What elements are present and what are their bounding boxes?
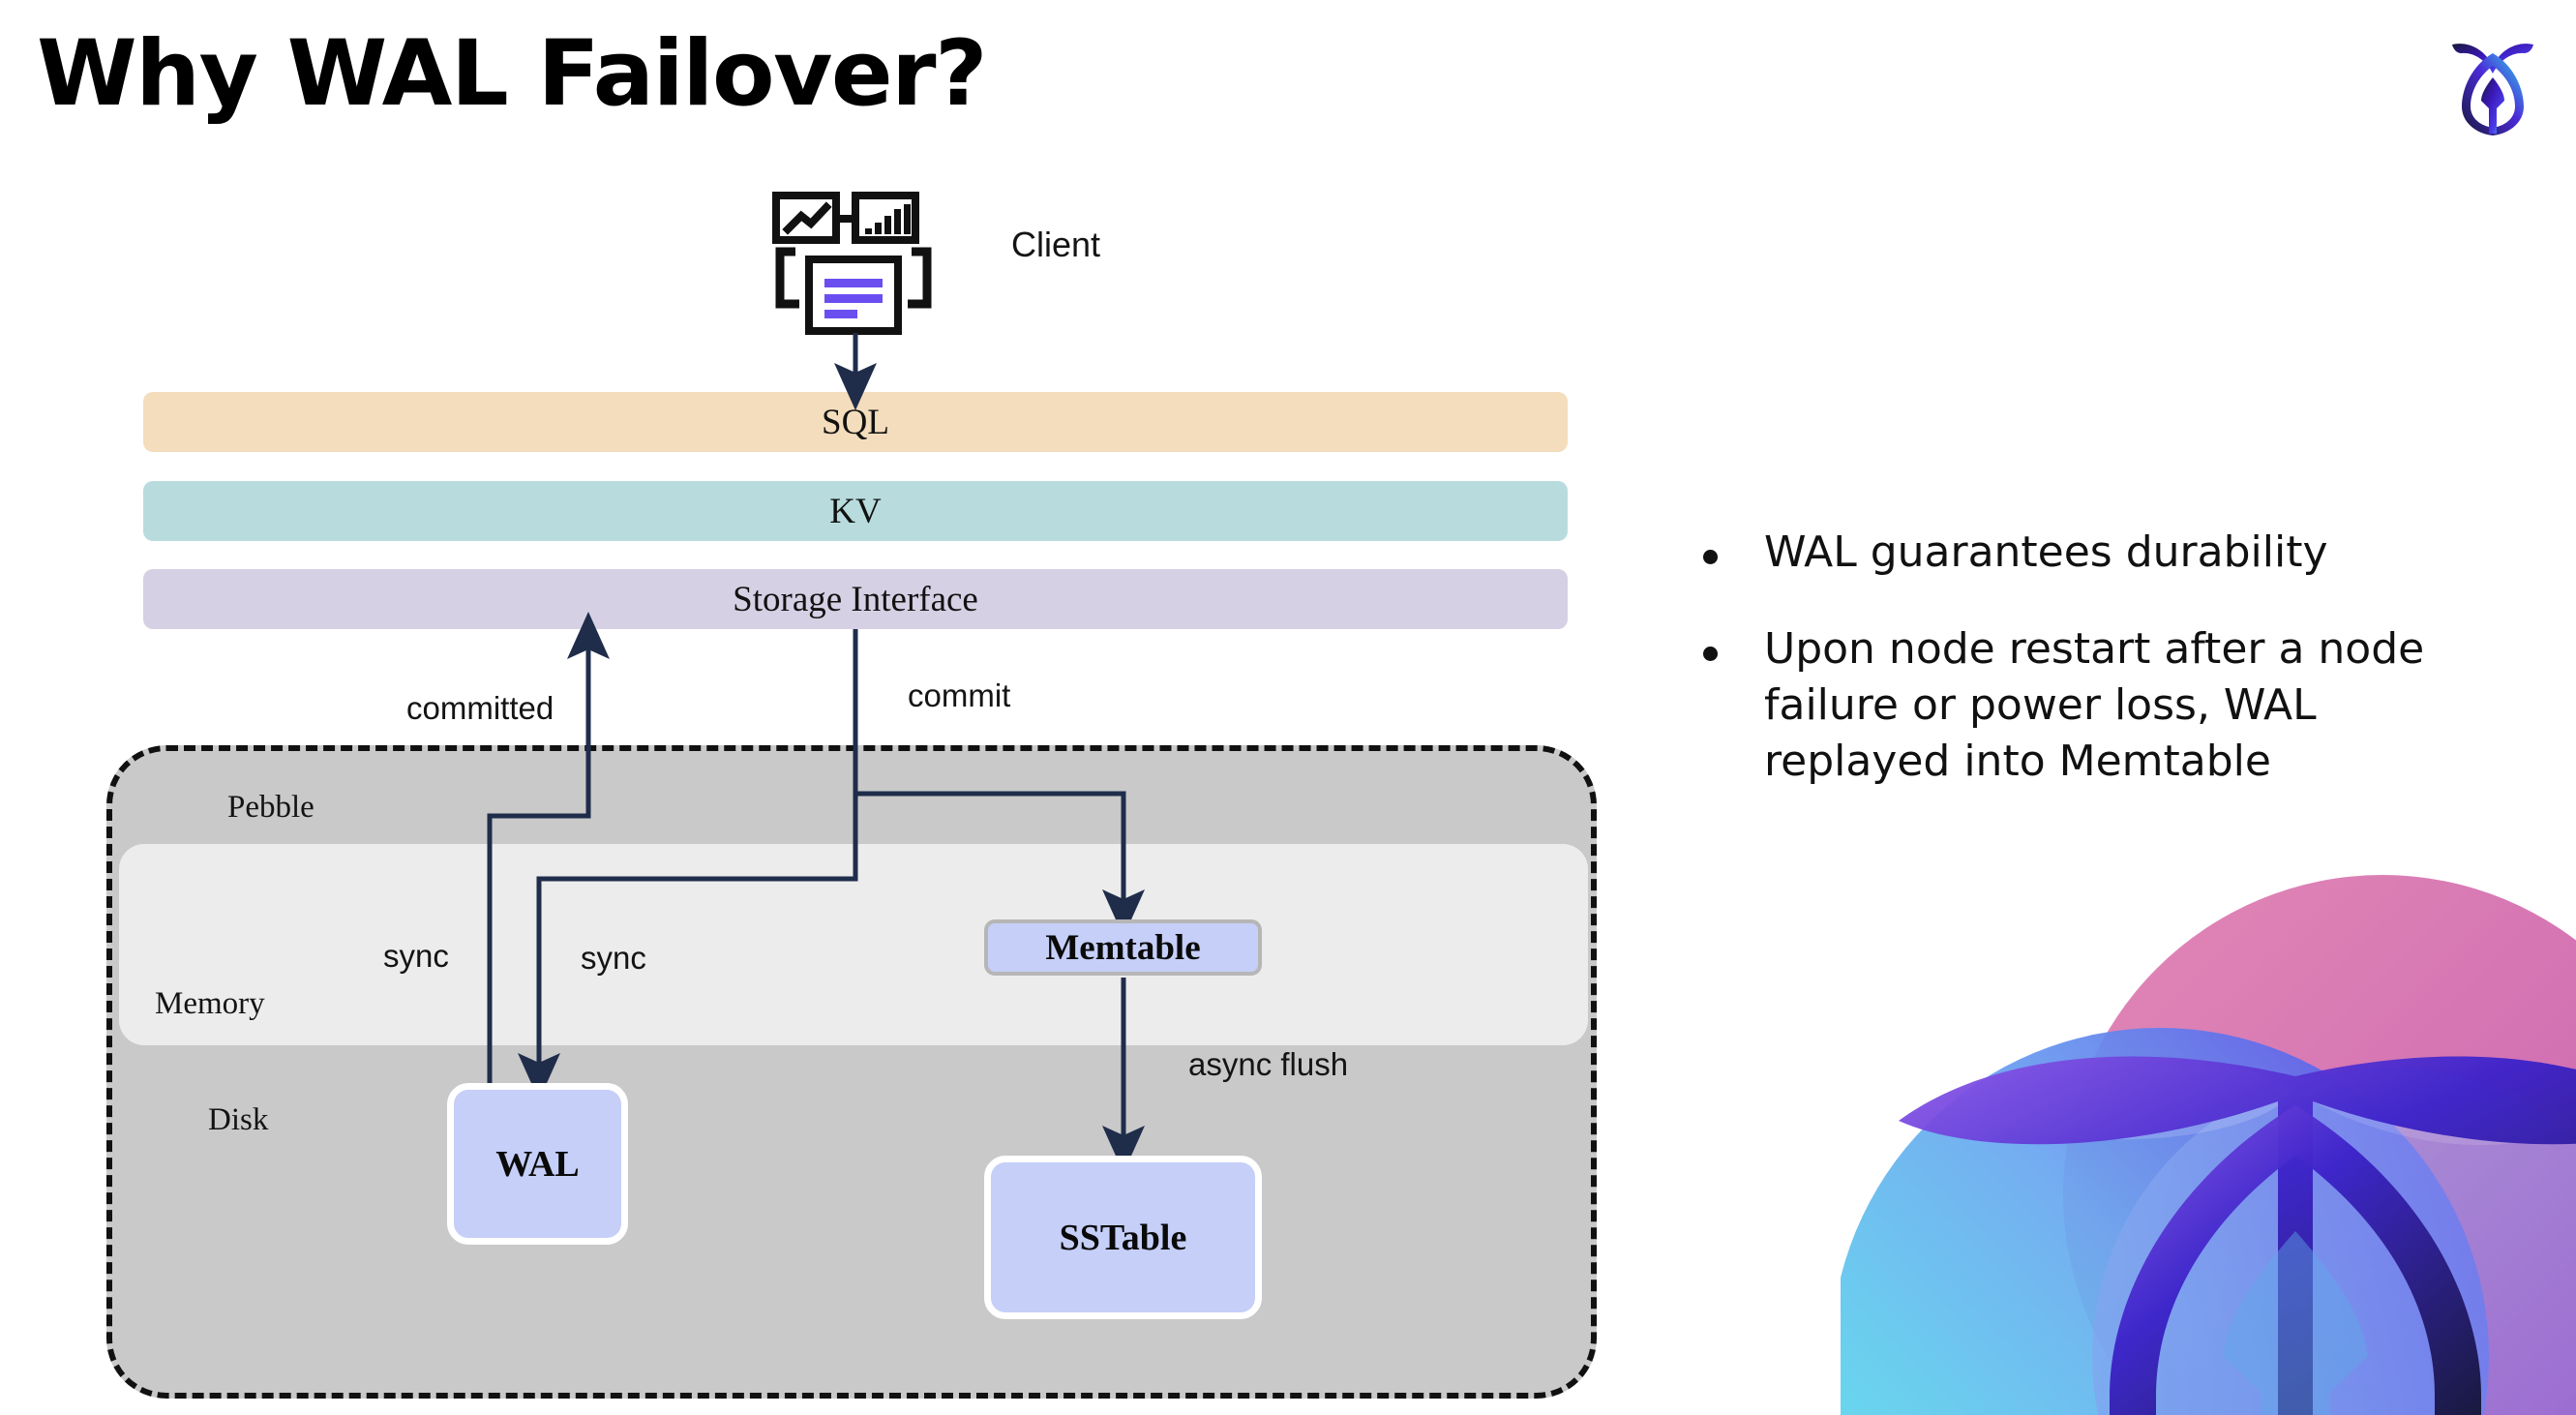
disk-label: Disk [208, 1102, 269, 1137]
cockroach-leaf-logo [2452, 44, 2533, 135]
edge-label-committed: committed [406, 690, 554, 726]
page-title: Why WAL Failover? [37, 21, 988, 127]
bullet-text: WAL guarantees durability [1764, 527, 2328, 577]
layer-bar-storage: Storage Interface [143, 569, 1568, 629]
client-dashboard-icon [772, 192, 932, 335]
decorative-circles-graphic [1841, 875, 2576, 1415]
node-wal: WAL [447, 1083, 628, 1245]
layer-bar-kv: KV [143, 481, 1568, 541]
pebble-label: Pebble [227, 790, 315, 825]
bullet-dot-icon [1703, 647, 1718, 662]
bullet-dot-icon [1703, 550, 1718, 564]
layer-label-kv: KV [829, 491, 882, 531]
layer-bar-sql: SQL [143, 392, 1568, 452]
list-item: Upon node restart after a node failure o… [1703, 621, 2506, 790]
client-label: Client [1011, 225, 1101, 264]
bullet-text: Upon node restart after a node failure o… [1764, 624, 2425, 787]
edge-label-sync-2: sync [581, 940, 646, 976]
memory-label: Memory [155, 986, 265, 1021]
layer-label-storage: Storage Interface [733, 579, 978, 619]
memory-zone [119, 844, 1588, 1045]
node-sstable: SSTable [984, 1156, 1262, 1319]
node-label-sstable: SSTable [1059, 1217, 1187, 1258]
node-label-wal: WAL [495, 1143, 580, 1185]
node-memtable: Memtable [984, 919, 1262, 976]
list-item: WAL guarantees durability [1703, 525, 2506, 581]
bullet-list: WAL guarantees durability Upon node rest… [1703, 525, 2506, 830]
node-label-memtable: Memtable [1045, 927, 1201, 968]
edge-label-async-flush: async flush [1188, 1046, 1349, 1082]
layer-label-sql: SQL [822, 402, 889, 442]
edge-label-sync-1: sync [383, 938, 449, 974]
edge-label-commit: commit [908, 677, 1011, 713]
